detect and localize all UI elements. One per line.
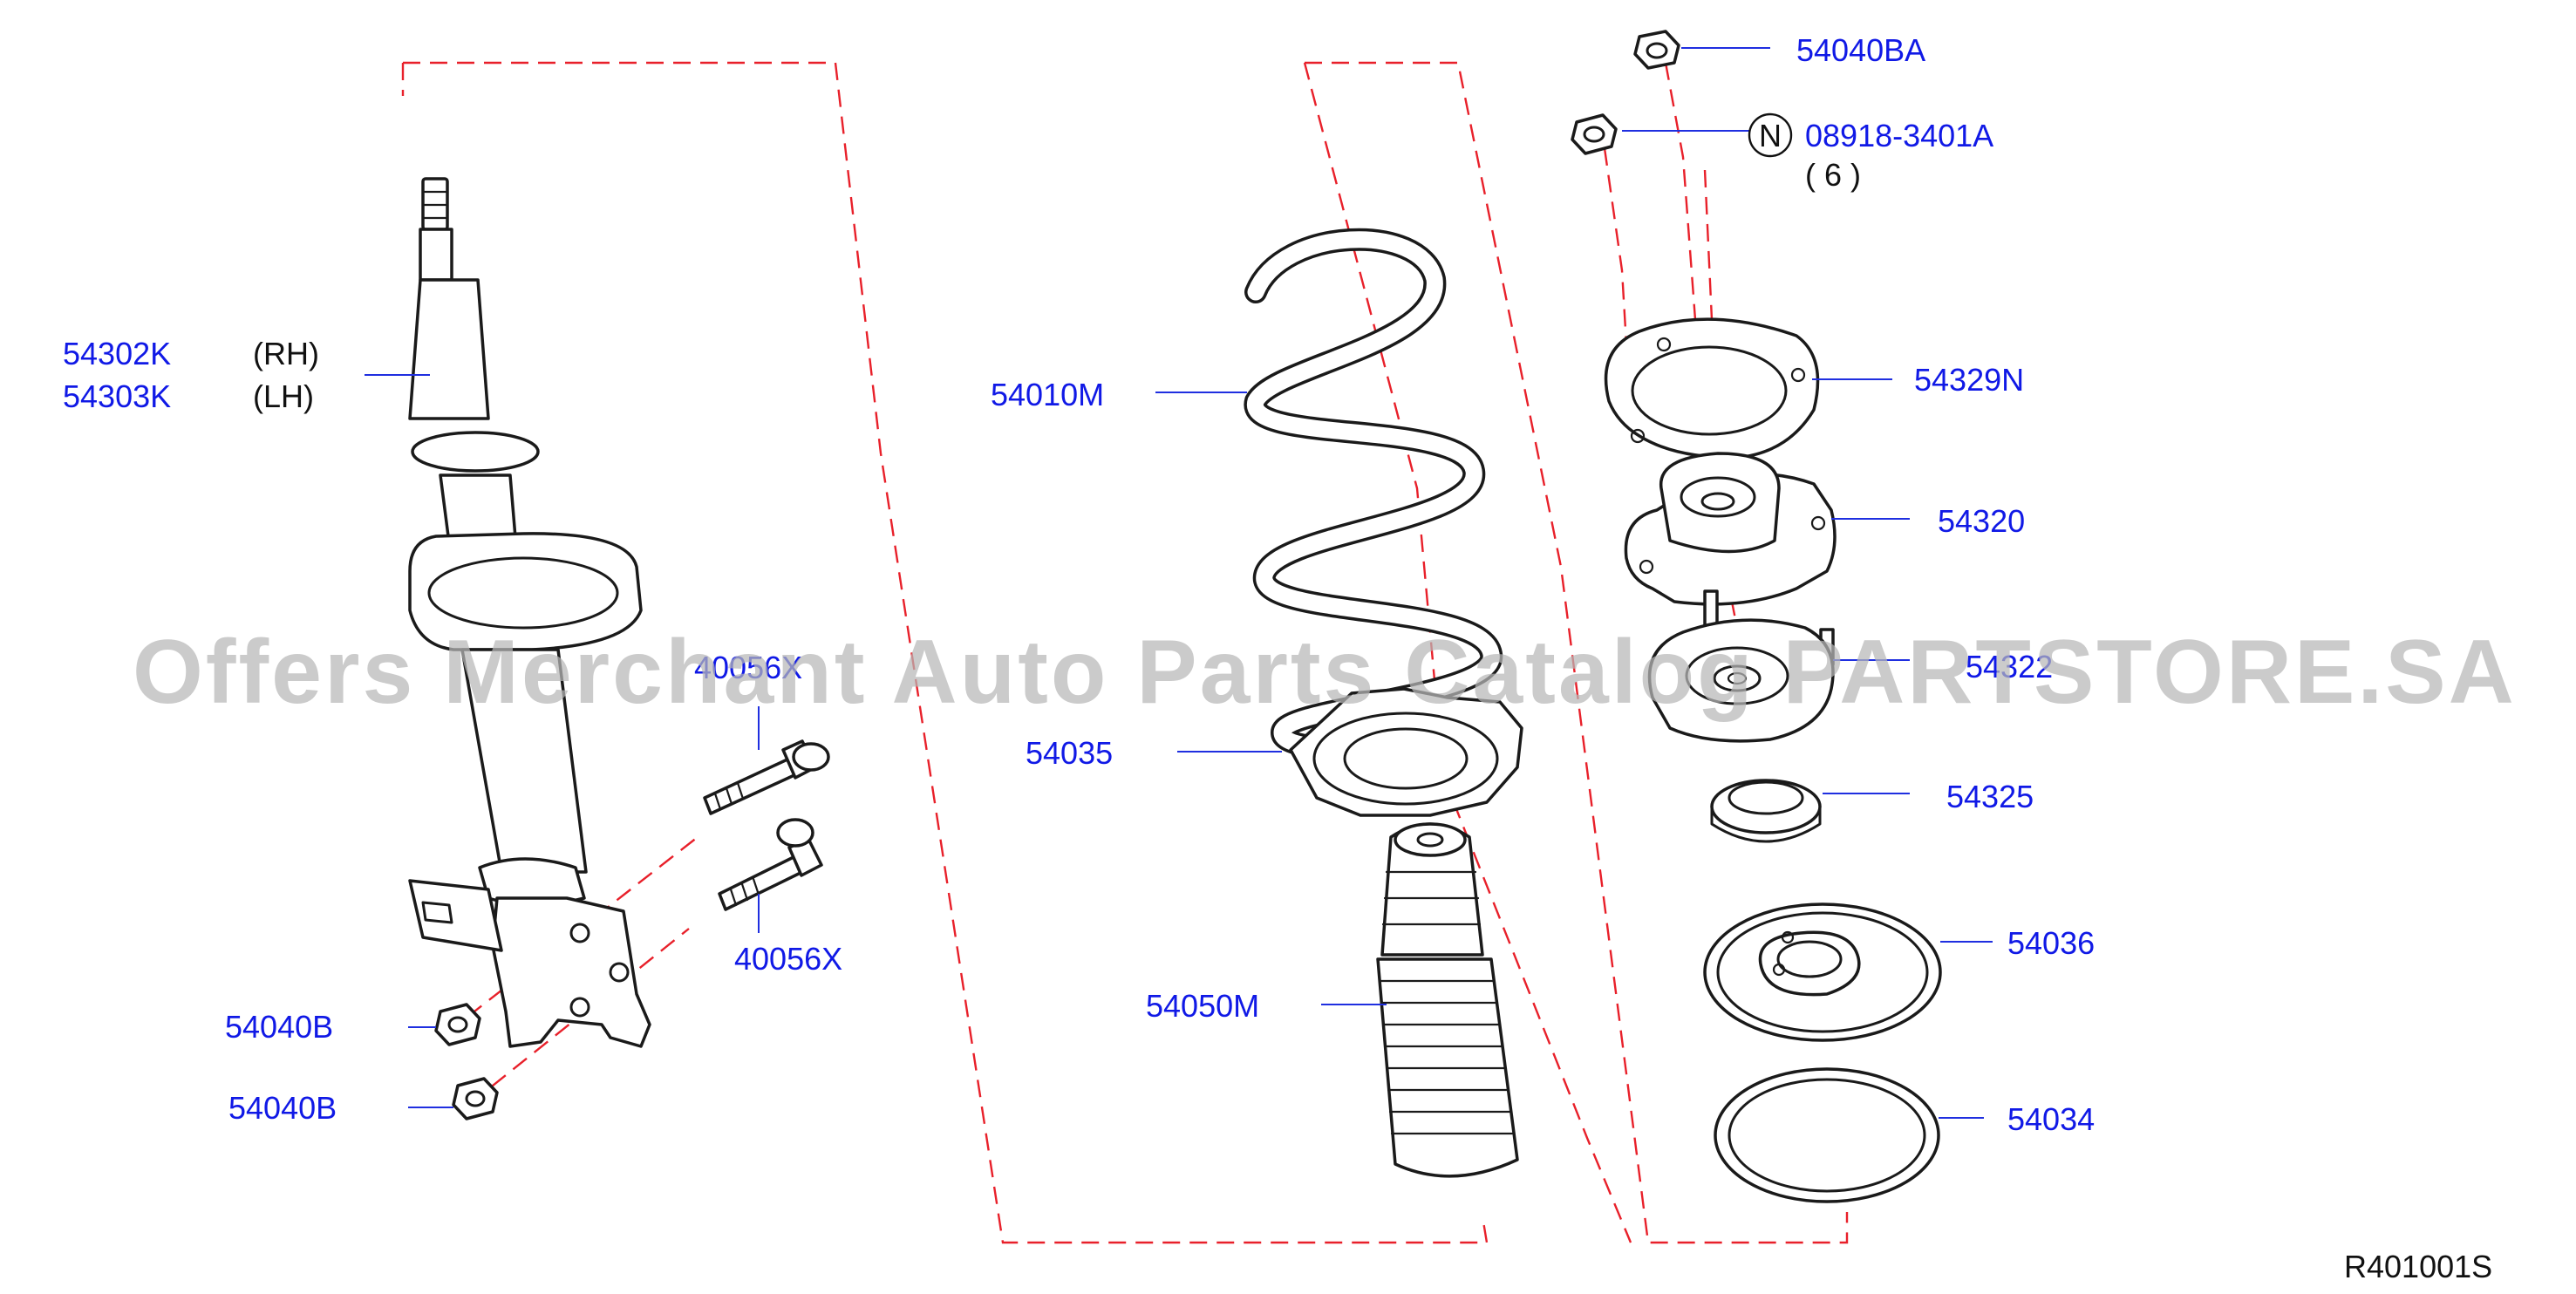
bolts <box>703 739 830 911</box>
label-54302k[interactable]: 54302K <box>63 336 171 371</box>
label-54036[interactable]: 54036 <box>2007 925 2095 961</box>
mount-plate-icon <box>1604 317 1820 460</box>
label-54034[interactable]: 54034 <box>2007 1101 2095 1137</box>
label-54010m[interactable]: 54010M <box>991 377 1104 412</box>
nut-upper-icon <box>434 1003 481 1046</box>
coil-spring-icon <box>1244 228 1503 759</box>
label-54320[interactable]: 54320 <box>1938 503 2025 539</box>
bound-bumper-icon <box>1376 822 1519 1178</box>
label-54303k[interactable]: 54303K <box>63 378 171 414</box>
label-54050m[interactable]: 54050M <box>1146 988 1259 1024</box>
label-lh: (LH) <box>253 378 314 414</box>
callout-labels: 54302K (RH) 54303K (LH) 40056X 40056X 54… <box>63 32 2095 1137</box>
nuts <box>434 1003 499 1120</box>
bearing-icon <box>1710 779 1822 843</box>
strut-brake-hose-bracket <box>408 879 503 952</box>
bolt-lower-icon <box>718 818 823 911</box>
watermark-text: Offers Merchant Auto Parts Catalog PARTS… <box>133 622 2517 723</box>
nut-lower-icon <box>452 1077 499 1120</box>
n-symbol-circle <box>1748 112 1793 158</box>
reference-code: R401001S <box>2344 1249 2492 1284</box>
label-quantity-6: ( 6 ) <box>1805 157 1861 193</box>
label-54040b-lower[interactable]: 54040B <box>228 1090 337 1126</box>
top-nut-icon <box>1633 30 1680 70</box>
strut-body <box>460 648 588 874</box>
mount-assembly-boundary <box>1305 61 1849 1244</box>
spring-seat-lower-icon <box>1289 687 1523 817</box>
label-54035[interactable]: 54035 <box>1026 735 1113 771</box>
label-rh: (RH) <box>253 336 319 371</box>
label-54322[interactable]: 54322 <box>1966 649 2053 684</box>
n-symbol-letter: N <box>1759 118 1782 153</box>
strut-upper-tube <box>408 278 490 420</box>
label-40056x-lower[interactable]: 40056X <box>734 941 842 977</box>
mount-insulator-icon <box>1647 589 1835 743</box>
strut-assembly <box>408 177 651 1048</box>
spring-seat-upper-icon <box>1703 902 1942 1042</box>
strut-mount-icon <box>1624 452 1837 606</box>
label-54040ba[interactable]: 54040BA <box>1796 32 1925 68</box>
bolt-upper-icon <box>703 739 830 815</box>
label-40056x-upper[interactable]: 40056X <box>694 650 802 685</box>
leader-lines <box>365 47 1993 1119</box>
label-08918-3401a[interactable]: 08918-3401A <box>1805 118 1993 153</box>
strut-collar <box>411 431 540 473</box>
strut-knuckle-bracket <box>491 896 651 1048</box>
label-54040b-upper[interactable]: 54040B <box>225 1009 333 1045</box>
rubber-seat-icon <box>1714 1067 1940 1203</box>
strut-rod <box>419 228 453 282</box>
label-54325[interactable]: 54325 <box>1946 779 2034 814</box>
label-54329n[interactable]: 54329N <box>1914 362 2024 398</box>
spring-assembly-boundary <box>403 61 1489 1244</box>
nut-n-icon <box>1571 113 1618 155</box>
insulator-stud-1 <box>1703 589 1719 628</box>
